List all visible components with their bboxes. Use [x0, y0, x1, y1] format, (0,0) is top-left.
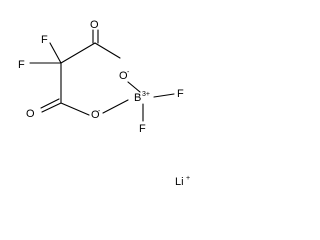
atom-oxygen-carbonyl-bottom: O — [26, 108, 35, 120]
bond-c-o-ring-upper — [94, 42, 121, 59]
bond-o-b-upper — [127, 81, 141, 93]
atom-fluorine-boron-right: F — [177, 88, 184, 100]
bond-b-f-right — [153, 93, 175, 98]
atom-oxygen-carbonyl-top: O — [90, 19, 99, 31]
atom-fluorine-upper-left: F — [41, 34, 48, 46]
atom-oxygen-ring-upper: O — [119, 70, 128, 82]
atom-labels: F F O O - B 3+ F F O O - Li + — [18, 19, 190, 188]
atom-fluorine-left: F — [18, 59, 25, 71]
bond-c-o-ring-lower — [60, 102, 90, 116]
charge-oxygen-ring-lower: - — [98, 108, 101, 115]
charge-boron: 3+ — [142, 91, 150, 98]
atom-boron: B — [134, 92, 141, 104]
bond-o-b-lower — [102, 99, 129, 114]
bond-c-f-upper — [49, 42, 62, 64]
atom-oxygen-ring-lower: O — [91, 109, 100, 121]
chemical-structure: F F O O - B 3+ F F O O - Li + — [18, 19, 190, 188]
bonds — [29, 29, 175, 122]
bond-co-bottom-a — [41, 102, 62, 113]
atom-fluorine-boron-bottom: F — [139, 123, 146, 135]
bond-co-bottom-b — [40, 98, 60, 109]
bond-c-c-top — [60, 42, 96, 64]
counter-ion-lithium: Li — [175, 176, 184, 188]
charge-lithium: + — [186, 175, 190, 182]
charge-oxygen-ring-upper: - — [127, 69, 130, 76]
